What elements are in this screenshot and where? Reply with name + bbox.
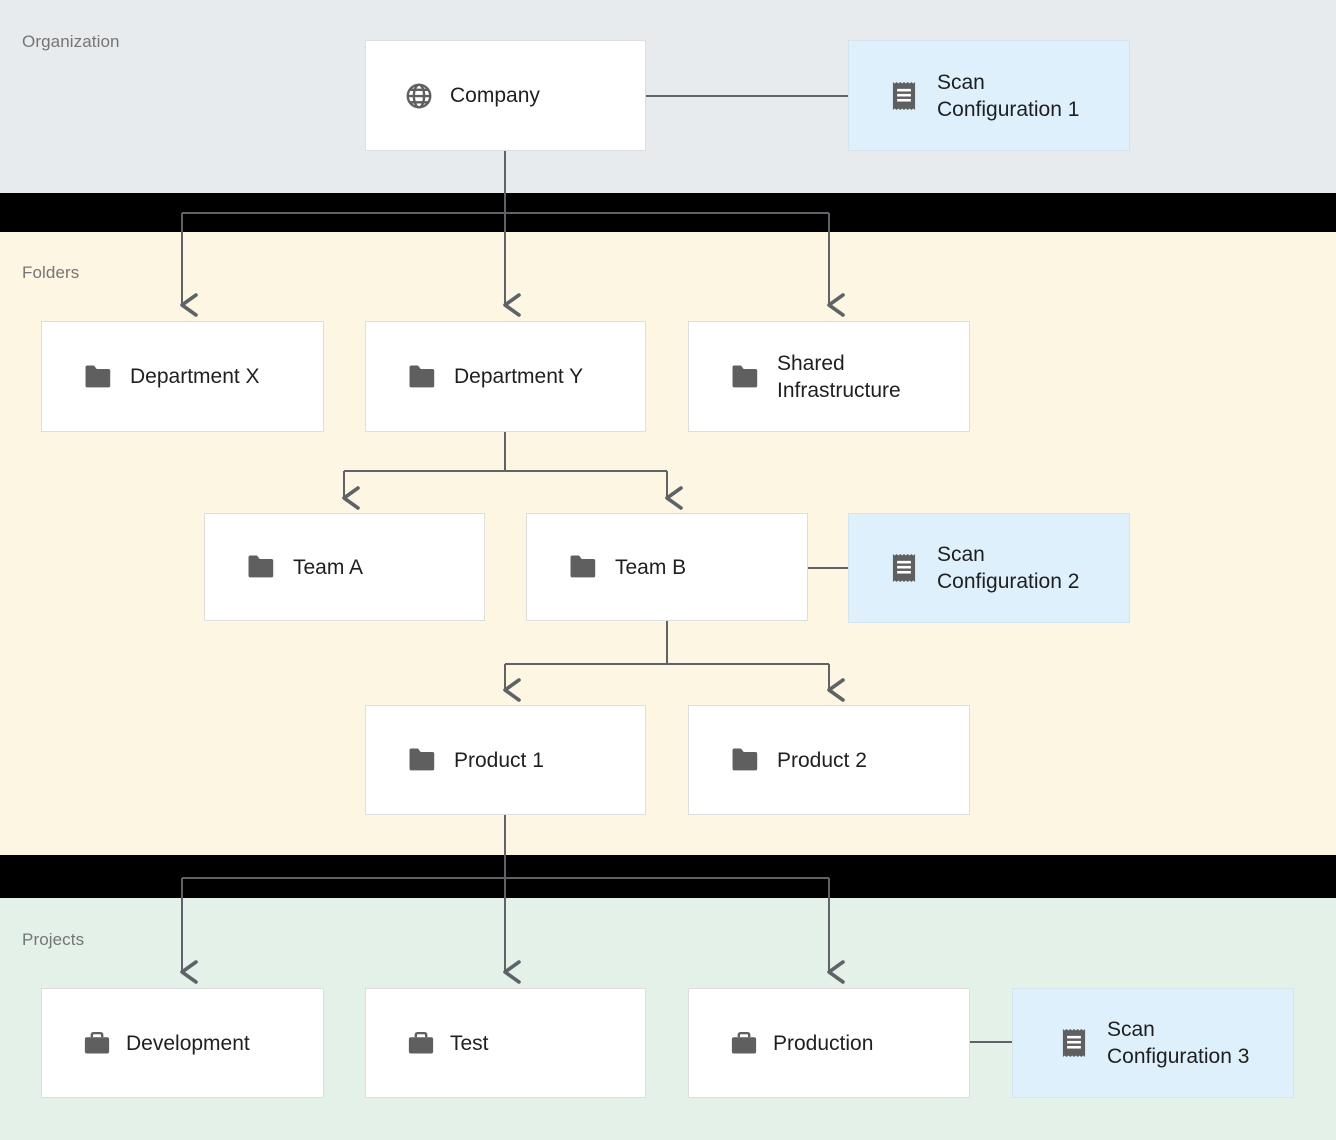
node-label: Team A: [293, 555, 364, 579]
folder-icon: [567, 554, 599, 580]
node-test[interactable]: Test: [365, 988, 646, 1098]
folder-icon: [406, 747, 438, 773]
node-label: Team B: [615, 555, 687, 579]
node-scan-config-1[interactable]: Scan Configuration 1: [848, 40, 1130, 151]
divider-band-bottom: [0, 855, 1336, 898]
organization-band: [0, 0, 1336, 193]
node-development[interactable]: Development: [41, 988, 324, 1098]
node-label: Development: [126, 1031, 250, 1055]
section-label-organization: Organization: [22, 32, 120, 51]
receipt-icon: [889, 80, 919, 112]
briefcase-icon: [82, 1029, 112, 1057]
node-company[interactable]: Company: [365, 40, 646, 151]
node-label: Scan Configuration 3: [1107, 1018, 1250, 1068]
node-scan-config-3[interactable]: Scan Configuration 3: [1012, 988, 1294, 1098]
node-shared-infrastructure[interactable]: Shared Infrastructure: [688, 321, 970, 432]
node-label: Department Y: [454, 365, 584, 388]
node-label: Shared Infrastructure: [777, 351, 901, 402]
node-label: Scan Configuration 1: [937, 70, 1080, 121]
section-label-projects: Projects: [22, 930, 85, 949]
divider-band-top: [0, 193, 1336, 232]
receipt-icon: [1059, 1027, 1089, 1059]
node-label: Test: [450, 1031, 489, 1055]
node-product-1[interactable]: Product 1: [365, 705, 646, 815]
node-department-y[interactable]: Department Y: [365, 321, 646, 432]
node-label: Product 1: [454, 748, 544, 772]
node-department-x[interactable]: Department X: [41, 321, 324, 432]
node-label: Product 2: [777, 748, 867, 772]
node-team-a[interactable]: Team A: [204, 513, 485, 621]
node-label: Department X: [130, 365, 260, 388]
folder-icon: [82, 364, 114, 390]
node-label: Scan Configuration 2: [937, 543, 1080, 593]
globe-icon: [404, 81, 434, 111]
folder-icon: [406, 364, 438, 390]
briefcase-icon: [729, 1029, 759, 1057]
node-label: Company: [450, 84, 540, 107]
node-product-2[interactable]: Product 2: [688, 705, 970, 815]
briefcase-icon: [406, 1029, 436, 1057]
section-label-folders: Folders: [22, 263, 80, 282]
folder-icon: [245, 554, 277, 580]
node-label: Production: [773, 1031, 874, 1055]
folder-icon: [729, 747, 761, 773]
folder-icon: [729, 364, 761, 390]
receipt-icon: [889, 552, 919, 584]
node-scan-config-2[interactable]: Scan Configuration 2: [848, 513, 1130, 623]
node-team-b[interactable]: Team B: [526, 513, 808, 621]
node-production[interactable]: Production: [688, 988, 970, 1098]
